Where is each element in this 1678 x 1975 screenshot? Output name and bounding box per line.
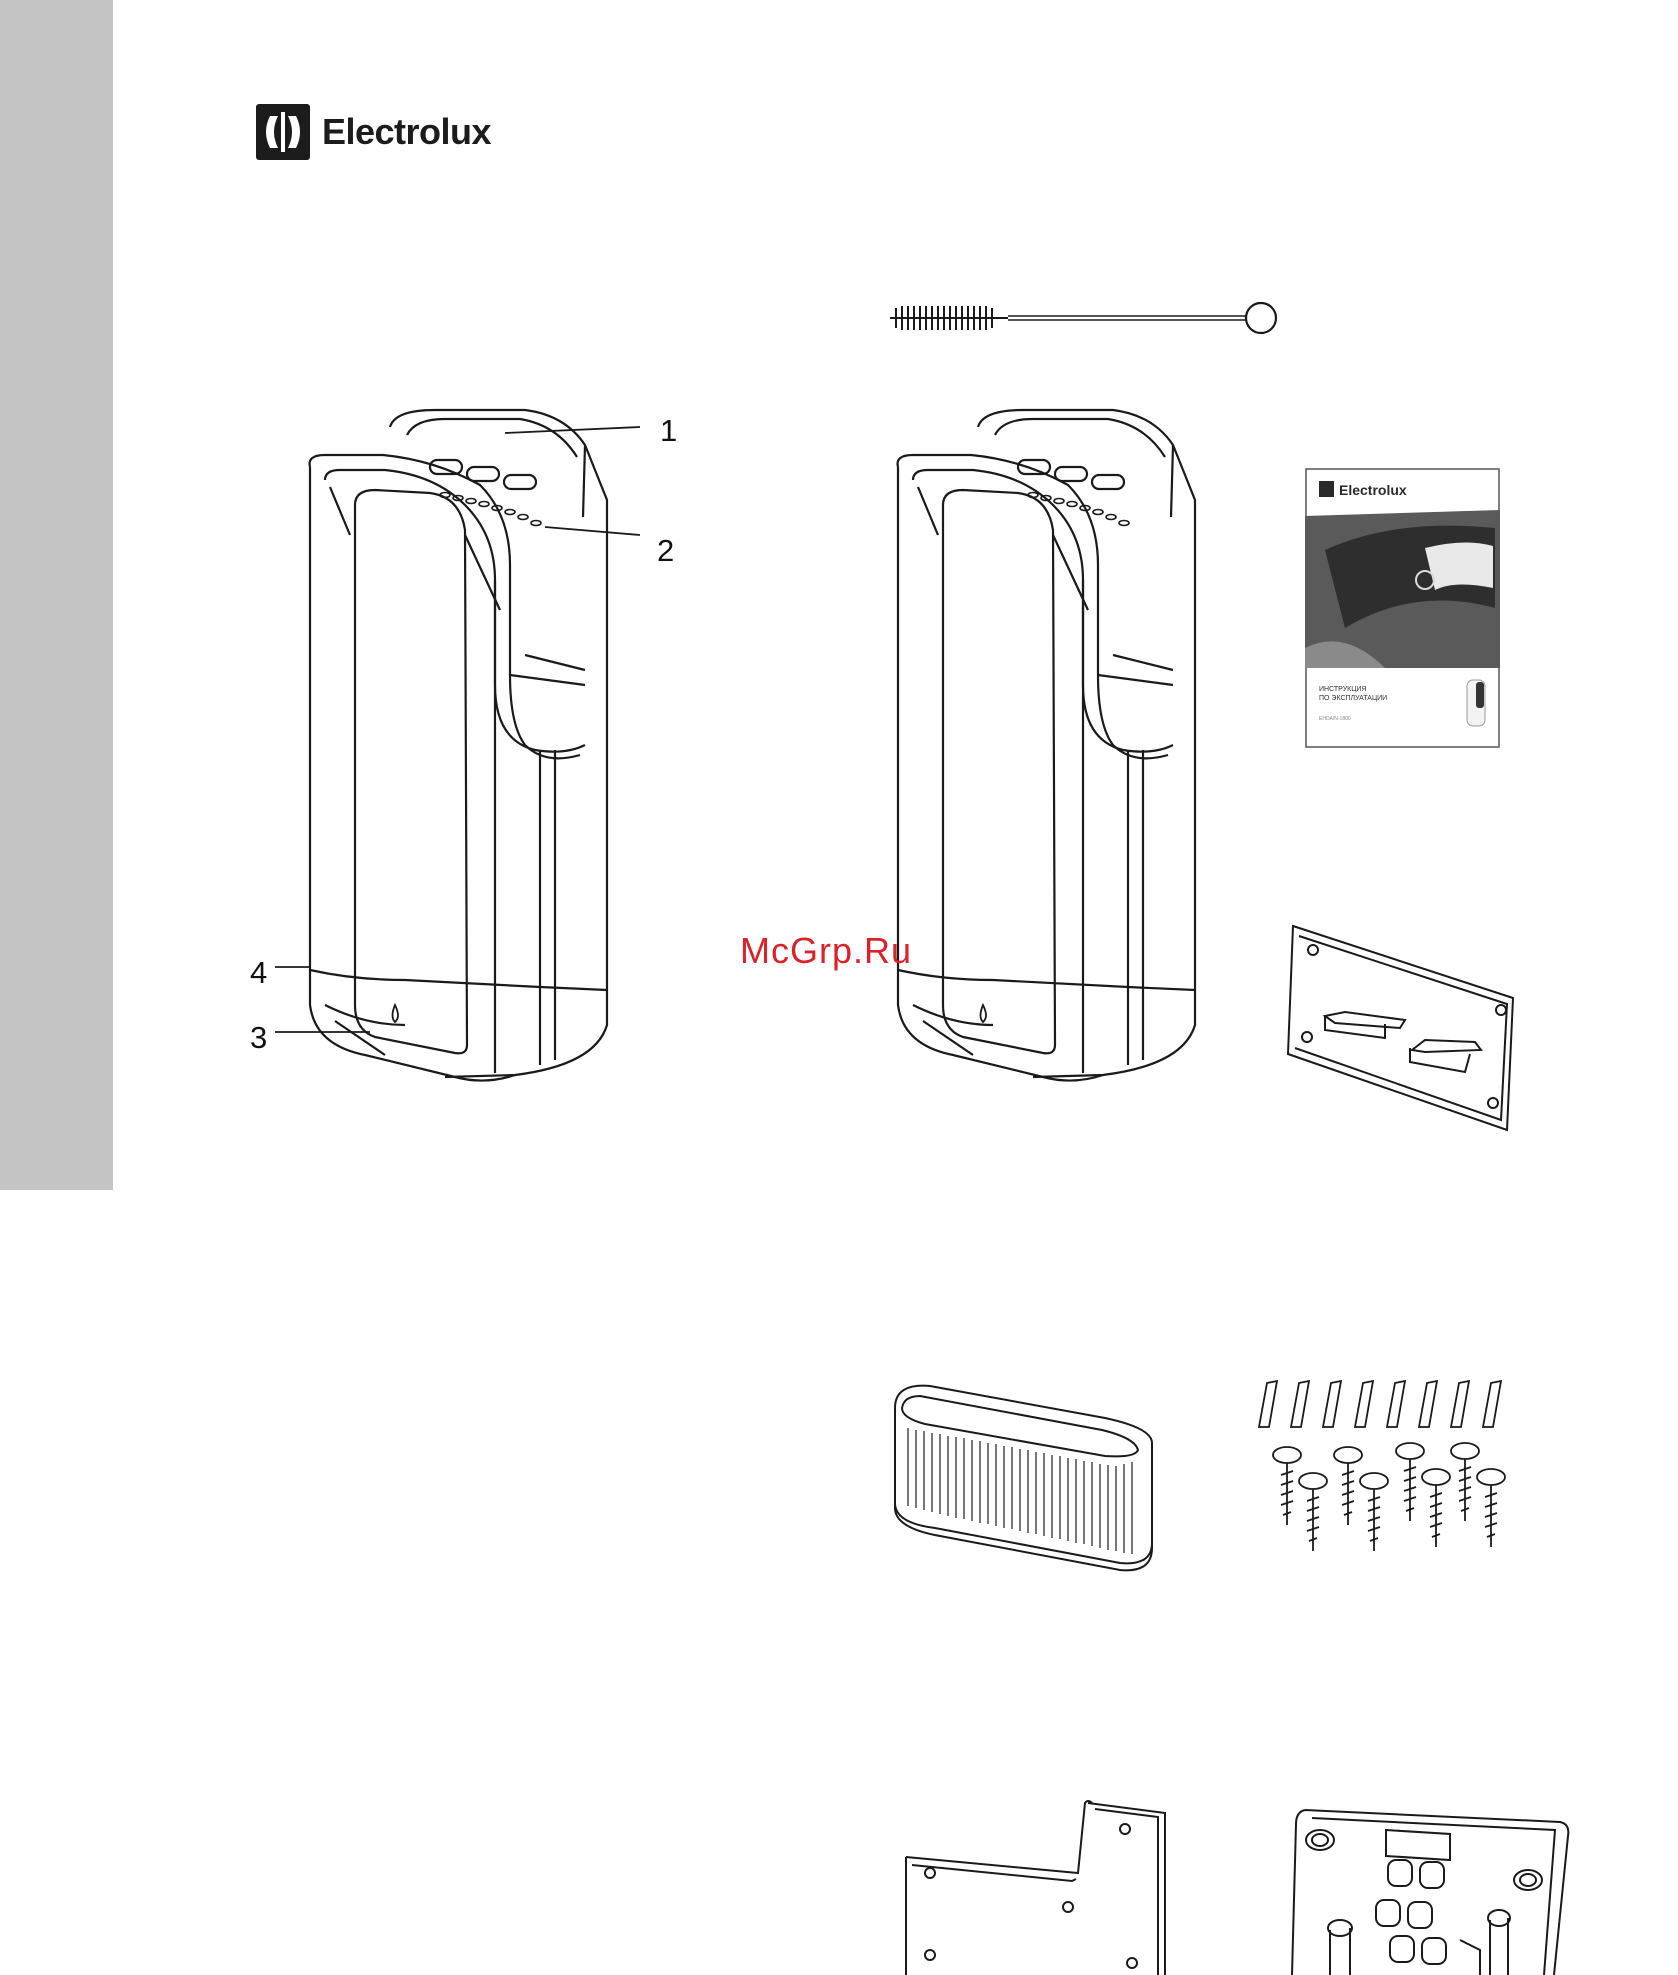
brand-logo: Electrolux	[256, 104, 491, 160]
electrolux-logo-icon	[256, 104, 310, 160]
manual-title-line2: ПО ЭКСПЛУАТАЦИИ	[1319, 695, 1387, 702]
screws-and-dowels-set	[1255, 1375, 1545, 1575]
hand-dryer-second-diagram	[883, 405, 1213, 1085]
callout-2: 2	[657, 535, 674, 566]
callout-3: 3	[250, 1022, 267, 1053]
watermark: McGrp.Ru	[740, 930, 912, 972]
instruction-manual-booklet: Electrolux ИНСТРУКЦИЯ ПО ЭКСПЛУАТАЦИИ EH…	[1305, 468, 1500, 748]
hand-dryer-front-diagram	[295, 405, 625, 1085]
wall-dowels	[1259, 1381, 1501, 1427]
callout-1: 1	[660, 415, 677, 446]
manual-brand: Electrolux	[1339, 482, 1407, 498]
manual-model: EHDA/N-1800	[1319, 716, 1351, 722]
cleaning-brush-illustration	[888, 298, 1280, 338]
side-bar	[0, 0, 113, 1190]
callout-4: 4	[250, 957, 267, 988]
wall-mounting-plate	[1285, 920, 1525, 1140]
manual-title-line1: ИНСТРУКЦИЯ	[1319, 686, 1367, 693]
brand-name: Electrolux	[322, 111, 491, 153]
hepa-filter	[890, 1378, 1160, 1578]
terminal-connector-block	[1290, 1800, 1580, 1975]
mounting-screws	[1273, 1443, 1505, 1551]
l-shaped-bracket	[900, 1795, 1170, 1975]
